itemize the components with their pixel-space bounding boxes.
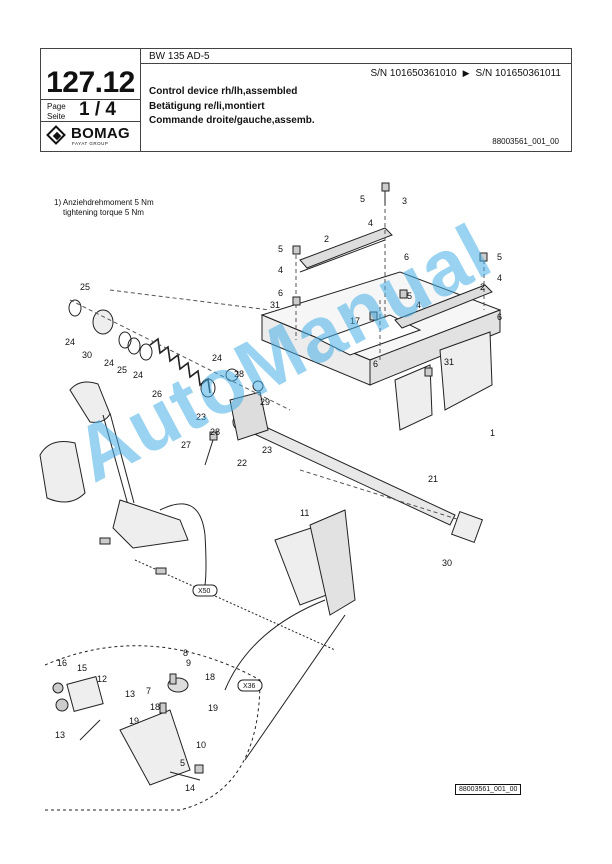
svg-text:14: 14 (185, 783, 195, 793)
svg-text:X50: X50 (198, 588, 211, 595)
svg-text:22: 22 (237, 458, 247, 468)
svg-text:6: 6 (404, 252, 409, 262)
shaft (234, 414, 484, 544)
rail-left (299, 227, 393, 273)
screws (52, 182, 488, 774)
divider (41, 99, 140, 100)
svg-text:31: 31 (444, 357, 454, 367)
svg-text:1: 1 (490, 428, 495, 438)
base-plate (260, 271, 502, 431)
divider (41, 121, 140, 122)
page-label: Page Seite (47, 102, 66, 121)
cable (134, 503, 336, 651)
footer-doc-number: 88003561_001_00 (455, 784, 522, 795)
svg-text:4: 4 (368, 218, 373, 228)
title-block: 127.12 Page Seite 1 / 4 BOMAG FAYAT GROU… (40, 48, 572, 152)
joystick-handle (39, 381, 189, 549)
svg-text:24: 24 (212, 353, 222, 363)
assembly-title: Control device rh/lh,assembled Betätigun… (149, 86, 315, 126)
rail-right (394, 284, 493, 329)
svg-text:2: 2 (480, 282, 485, 292)
svg-text:23: 23 (262, 445, 272, 455)
arrow-right-icon: ▶ (462, 68, 470, 78)
machine-model: BW 135 AD-5 (149, 51, 210, 62)
svg-text:6: 6 (278, 288, 283, 298)
svg-text:4: 4 (416, 300, 421, 310)
svg-text:5: 5 (360, 194, 365, 204)
svg-text:4: 4 (497, 273, 502, 283)
svg-text:31: 31 (270, 300, 280, 310)
svg-text:X36: X36 (243, 683, 256, 690)
page-of-count: 1 / 4 (79, 99, 116, 120)
svg-text:30: 30 (82, 350, 92, 360)
svg-text:29: 29 (260, 397, 270, 407)
svg-text:27: 27 (181, 440, 191, 450)
svg-text:30: 30 (442, 558, 452, 568)
svg-text:11: 11 (300, 508, 309, 518)
svg-text:24: 24 (104, 358, 114, 368)
svg-text:16: 16 (57, 658, 67, 668)
detail-magnifier (44, 599, 346, 811)
svg-text:23: 23 (196, 412, 206, 422)
document-number: 88003561_001_00 (492, 137, 559, 146)
svg-text:6: 6 (373, 359, 378, 369)
svg-text:7: 7 (146, 686, 151, 696)
svg-text:24: 24 (65, 337, 75, 347)
svg-text:5: 5 (497, 252, 502, 262)
svg-text:8: 8 (183, 648, 188, 658)
svg-text:12: 12 (97, 674, 107, 684)
divider (140, 63, 571, 64)
svg-text:13: 13 (125, 689, 135, 699)
svg-text:13: 13 (55, 730, 65, 740)
svg-text:19: 19 (129, 716, 139, 726)
svg-text:4: 4 (278, 265, 283, 275)
page-number: 127.12 (46, 66, 135, 99)
spring (149, 337, 211, 394)
svg-text:2: 2 (324, 234, 329, 244)
svg-text:5: 5 (180, 758, 185, 768)
rings (68, 299, 264, 431)
svg-text:5: 5 (278, 244, 283, 254)
torque-note: 1) Anziehdrehmoment 5 Nm tightening torq… (54, 198, 154, 217)
svg-text:15: 15 (77, 663, 87, 673)
svg-text:28: 28 (210, 427, 220, 437)
svg-text:25: 25 (117, 365, 127, 375)
svg-text:26: 26 (152, 389, 162, 399)
bomag-logo: BOMAG FAYAT GROUP (46, 125, 135, 149)
svg-text:25: 25 (80, 282, 90, 292)
svg-text:3: 3 (402, 196, 407, 206)
bracket (274, 509, 356, 616)
svg-text:18: 18 (150, 702, 160, 712)
serial-range: S/N 101650361010 ▶ S/N 101650361011 (370, 68, 561, 79)
svg-text:28: 28 (234, 369, 244, 379)
svg-text:21: 21 (428, 474, 438, 484)
svg-text:24: 24 (133, 370, 143, 380)
svg-text:19: 19 (208, 703, 218, 713)
connector-x50: X50 (192, 584, 218, 597)
svg-text:6: 6 (497, 312, 502, 322)
divider (140, 49, 141, 151)
connector-x36: X36 (237, 679, 263, 692)
svg-text:9: 9 (186, 658, 191, 668)
svg-text:18: 18 (205, 672, 215, 682)
lever (229, 391, 269, 441)
svg-text:10: 10 (196, 740, 206, 750)
svg-text:5: 5 (407, 291, 412, 301)
svg-text:17: 17 (350, 316, 360, 326)
